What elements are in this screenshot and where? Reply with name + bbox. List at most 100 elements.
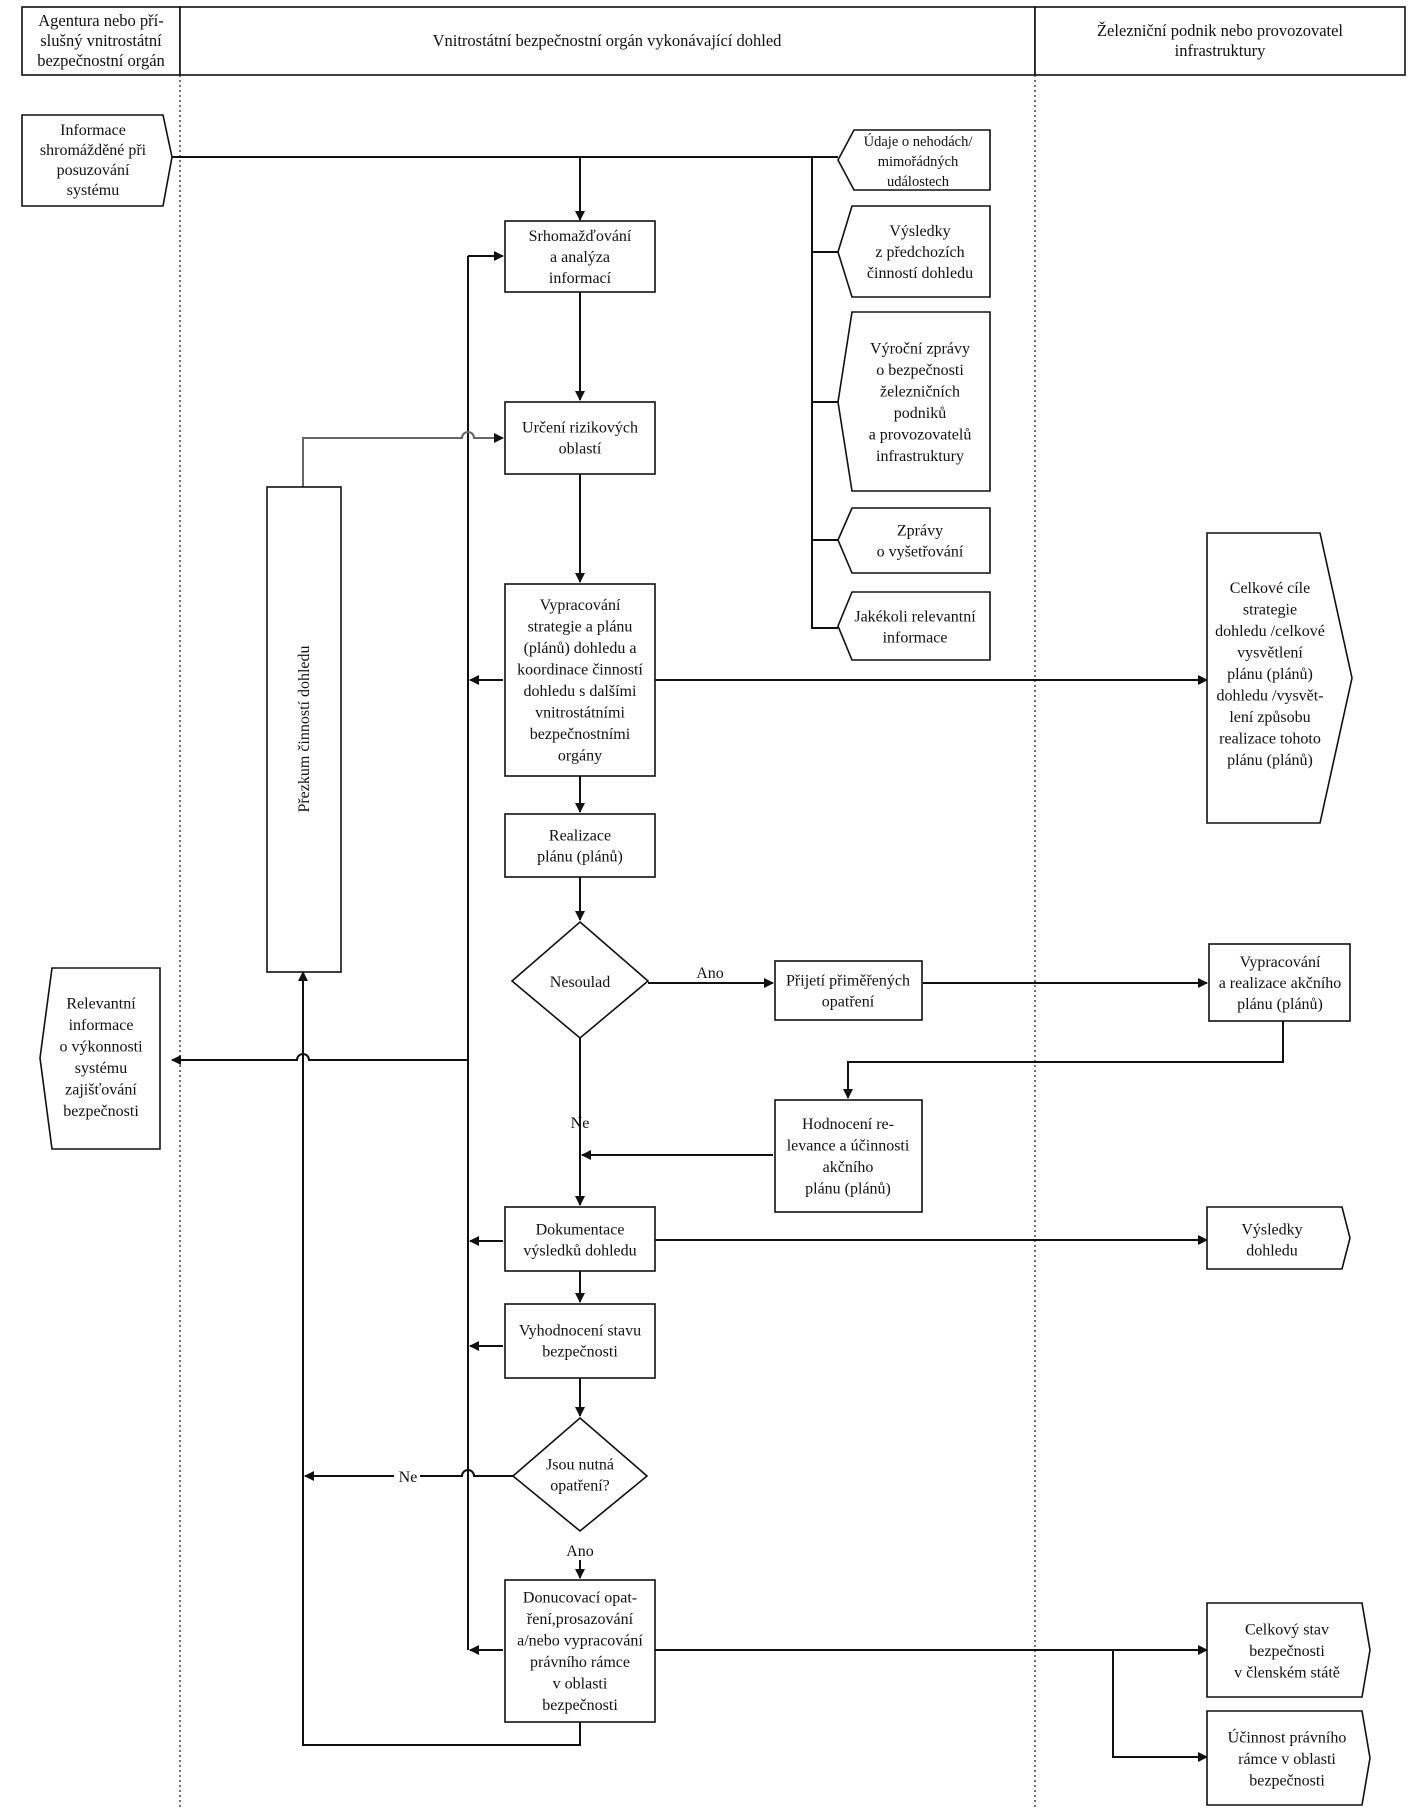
step-assess-safety xyxy=(504,1303,656,1379)
output-performance-info xyxy=(39,967,161,1150)
label-backdrop xyxy=(694,962,726,980)
text-line: v členském státě xyxy=(1234,1665,1340,1682)
label-backdrop xyxy=(394,1466,420,1486)
text-line: systému xyxy=(67,182,119,199)
text-line: a analýza xyxy=(550,249,610,266)
text-line: strategie a plánu xyxy=(528,618,633,635)
arrow xyxy=(304,1469,513,1481)
external-action-plan xyxy=(1208,943,1351,1022)
text-line: a/nebo vypracování xyxy=(517,1632,643,1649)
text-line: plánu (plánů) xyxy=(1227,752,1313,769)
text-line: informací xyxy=(549,270,612,287)
step-implement-plan xyxy=(504,813,656,878)
step-adopt-measures-text: Přijetí přiměřených opatření xyxy=(786,973,910,1011)
input-previous-results xyxy=(837,205,991,298)
output-objectives-text: Celkové cíle strategie dohledu /celkové vys… xyxy=(1215,580,1325,769)
text-line: Informace xyxy=(60,122,126,139)
text-line: událostech xyxy=(887,174,950,190)
text-line: Vyhodnocení stavu xyxy=(519,1323,641,1340)
input-other xyxy=(837,591,991,661)
output-objectives xyxy=(1206,532,1353,824)
text-line: Výsledky xyxy=(889,223,950,240)
text-line: Zprávy xyxy=(897,523,943,540)
text-line: právního rámce xyxy=(530,1654,630,1671)
text-line: Vypracování xyxy=(1240,954,1321,971)
step-adopt-measures xyxy=(774,960,923,1021)
text-line: o vyšetřování xyxy=(877,544,964,561)
step-risk-areas xyxy=(504,401,656,475)
text-line: v oblasti xyxy=(553,1675,608,1692)
input-accidents xyxy=(837,129,991,191)
text-line: Celkový stav xyxy=(1245,1622,1329,1639)
decision-nonconformity xyxy=(510,920,650,1040)
text-line: vysvětlení xyxy=(1237,645,1303,662)
step-review-supervision xyxy=(266,486,342,973)
output-results xyxy=(1206,1206,1351,1270)
text-line: bezpečnosti xyxy=(63,1103,139,1120)
text-line: Přezkum činností dohledu xyxy=(296,645,313,812)
lane-header-railway xyxy=(1034,6,1406,76)
input-system-assessment-text: Informace shromážděné při posuzování systém… xyxy=(40,122,147,199)
arrow xyxy=(298,971,581,1746)
text-line: Relevantní xyxy=(66,995,136,1012)
text-line: opatření? xyxy=(550,1478,610,1495)
text-line: lení způsobu xyxy=(1229,709,1310,726)
text-line: Celkové cíle xyxy=(1230,580,1310,597)
text-line: informace xyxy=(69,1017,134,1034)
text-line: Donucovací opat- xyxy=(523,1589,637,1606)
text-line: informace xyxy=(883,630,948,647)
text-line: rámce v oblasti xyxy=(1238,1751,1336,1768)
text-line: Železniční podnik nebo provozovatel xyxy=(1097,21,1343,40)
text-line: Srhomažďování xyxy=(529,228,632,245)
input-investigation xyxy=(837,507,991,574)
decision-nonconformity-text: Nesoulad xyxy=(550,974,610,991)
input-system-assessment xyxy=(21,114,173,207)
text-line: ření,prosazování xyxy=(527,1611,634,1628)
text-line: Nesoulad xyxy=(550,974,610,991)
step-evaluate-action-plan xyxy=(774,1099,923,1213)
arrow xyxy=(302,431,504,487)
text-line: dohledu /celkové xyxy=(1215,623,1325,640)
text-line: Vnitrostátní bezpečnostní orgán vykonáva… xyxy=(433,31,783,50)
text-line: shromážděné při xyxy=(40,142,147,159)
input-investigation-text: Zprávy o vyšetřování xyxy=(877,523,964,561)
arrow xyxy=(171,1053,468,1065)
text-line: Účinnost právního xyxy=(1228,1728,1347,1747)
text-line: výsledků dohledu xyxy=(523,1243,636,1260)
text-line: realizace tohoto xyxy=(1219,731,1321,748)
label-yes-measures: Ano xyxy=(566,1543,594,1560)
text-line: a provozovatelů xyxy=(869,426,972,443)
text-line: infrastruktury xyxy=(876,448,964,465)
step-document-results xyxy=(504,1206,656,1272)
text-line: orgány xyxy=(558,747,602,764)
step-enforcement xyxy=(504,1579,656,1723)
text-line: Výsledky xyxy=(1241,1222,1302,1239)
text-line: plánu (plánů) xyxy=(1227,666,1313,683)
text-line: a realizace akčního xyxy=(1219,975,1342,992)
text-line: strategie xyxy=(1243,602,1297,619)
arrow xyxy=(1112,1650,1208,1762)
step-collect-analyse xyxy=(504,220,656,293)
text-line: opatření xyxy=(822,994,875,1011)
text-line: Údaje o nehodách/ xyxy=(864,133,974,150)
text-line: systému xyxy=(75,1060,127,1077)
lane-label-nsa: Vnitrostátní bezpečnostní orgán vykonáva… xyxy=(433,31,783,50)
text-line: Přijetí přiměřených xyxy=(786,973,910,990)
step-review-supervision-text: Přezkum činností dohledu xyxy=(296,645,313,812)
text-line: bezpečnostními xyxy=(530,726,631,743)
text-line: dohledu s dalšími xyxy=(524,683,637,700)
text-line: posuzování xyxy=(57,162,130,179)
text-line: činností dohledu xyxy=(867,265,973,282)
text-line: dohledu /vysvět- xyxy=(1216,688,1323,705)
text-line: dohledu xyxy=(1246,1243,1298,1260)
